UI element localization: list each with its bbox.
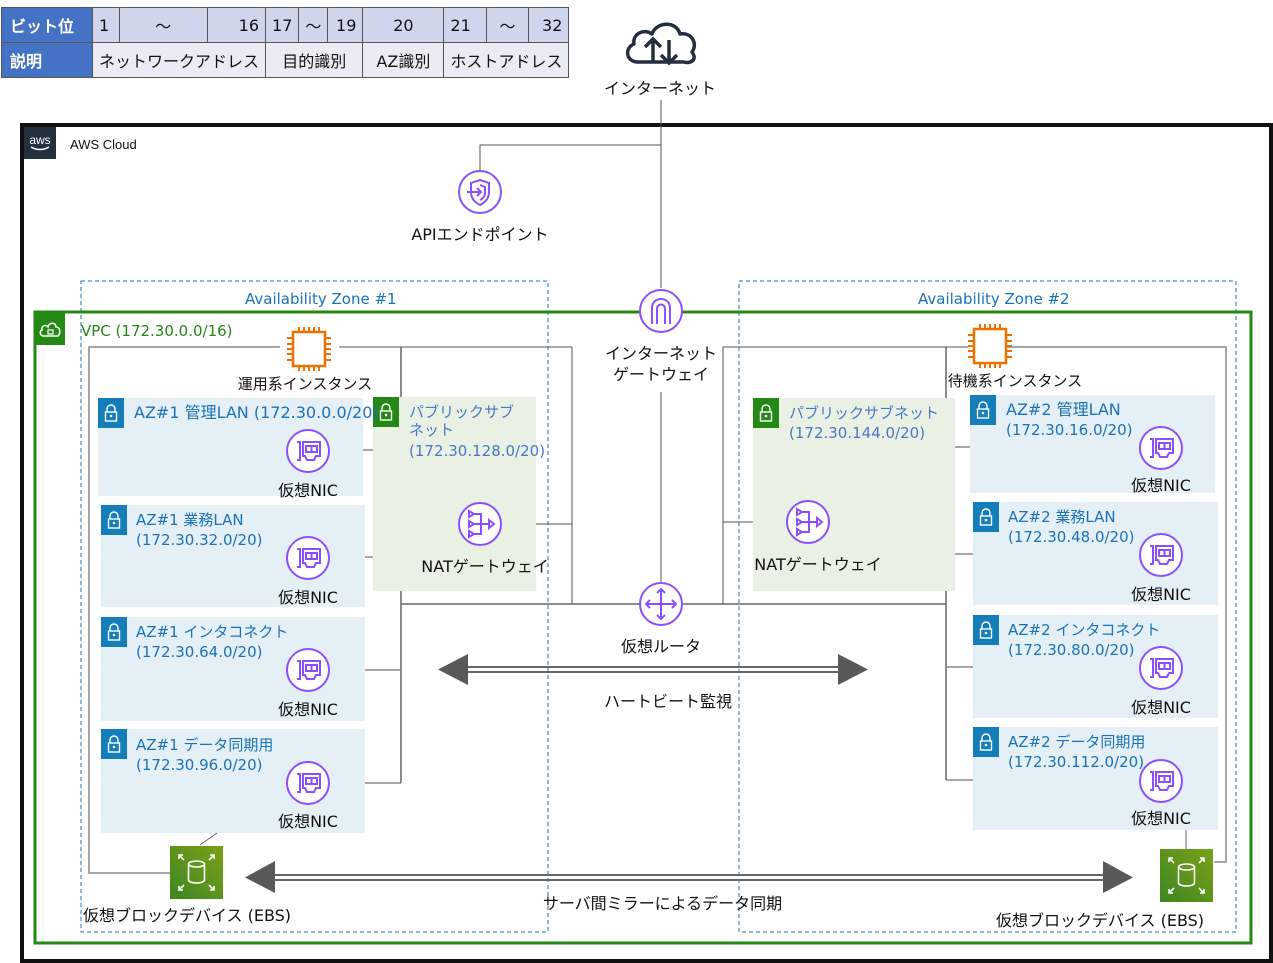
az1-frame (80, 280, 549, 933)
az2-subnet-business-cidr: (172.30.48.0/20) (1008, 528, 1135, 546)
nic-icon[interactable] (285, 535, 331, 581)
lock-icon (753, 398, 779, 428)
nic-label: 仮想NIC (278, 700, 338, 719)
igw-label-line1: インターネット (604, 344, 717, 363)
igw-label-line2: ゲートウェイ (612, 365, 709, 384)
virtual-router-label: 仮想ルータ (620, 637, 701, 656)
az1-subnet-interconnect-cidr: (172.30.64.0/20) (136, 643, 263, 661)
az2-subnet-mgmt-name: AZ#2 管理LAN (1006, 400, 1121, 419)
nat-gateway-az1-label: NATゲートウェイ (421, 557, 549, 576)
desc-cell: ホストアドレス (443, 42, 570, 78)
nic-label: 仮想NIC (278, 481, 338, 500)
desc-cell: ネットワークアドレス (91, 42, 267, 78)
az2-subnet-datasync-cidr: (172.30.112.0/20) (1008, 753, 1145, 771)
nic-label: 仮想NIC (1131, 585, 1191, 604)
az2-public-subnet-name: パブリックサブネット (789, 404, 940, 422)
ebs-az1-icon[interactable] (170, 846, 223, 899)
mirror-sync-label: サーバ間ミラーによるデータ同期 (542, 894, 783, 913)
internet-gateway-icon[interactable] (638, 288, 684, 334)
bit-cell: 19 (327, 7, 364, 43)
bit-cell: ～ (298, 7, 329, 43)
bit-cell: 32 (528, 7, 570, 43)
nat-gateway-az2-label: NATゲートウェイ (754, 555, 882, 574)
lock-icon (101, 505, 127, 535)
vpc-cloud-lock-icon (35, 313, 65, 345)
vpc-label: VPC (172.30.0.0/16) (81, 322, 233, 340)
nic-label: 仮想NIC (1131, 698, 1191, 717)
ec2-instance-az1-icon[interactable] (283, 326, 335, 372)
ebs-az1-label: 仮想ブロックデバイス (EBS) (83, 906, 292, 925)
nic-label: 仮想NIC (278, 588, 338, 607)
az2-subnet-interconnect-name: AZ#2 インタコネクト (1008, 621, 1161, 639)
heartbeat-label: ハートビート監視 (603, 692, 732, 711)
az1-subnet-interconnect-name: AZ#1 インタコネクト (136, 623, 289, 641)
bit-cell: 16 (206, 7, 267, 43)
az1-title: Availability Zone #1 (245, 290, 397, 308)
lock-icon (973, 727, 999, 757)
nic-icon[interactable] (1138, 425, 1184, 471)
nat-gateway-az2-icon[interactable] (785, 499, 831, 545)
ebs-az2-label: 仮想ブロックデバイス (EBS) (996, 911, 1205, 930)
az1-public-subnet (373, 397, 536, 591)
internet-gateway-label: インターネット ゲートウェイ (590, 343, 732, 385)
api-endpoint-label: APIエンドポイント (411, 225, 549, 244)
bit-cell: 20 (362, 7, 445, 43)
internet-cloud-icon (622, 14, 700, 68)
az2-frame (738, 280, 1237, 933)
az2-public-subnet-cidr: (172.30.144.0/20) (789, 424, 926, 442)
aws-logo-icon: aws (24, 127, 56, 159)
virtual-router-icon[interactable] (638, 581, 684, 627)
lock-icon (101, 617, 127, 647)
aws-cloud-label: AWS Cloud (70, 137, 137, 152)
az2-instance-label: 待機系インスタンス (947, 372, 1083, 390)
ec2-instance-az2-icon[interactable] (964, 323, 1016, 369)
az1-subnet-business-name: AZ#1 業務LAN (136, 511, 244, 529)
nic-icon[interactable] (285, 647, 331, 693)
nic-label: 仮想NIC (1131, 809, 1191, 828)
mirror-sync-arrow (245, 861, 1133, 893)
az2-subnet-business-name: AZ#2 業務LAN (1008, 508, 1116, 526)
heartbeat-arrow (438, 654, 868, 685)
nic-icon[interactable] (285, 428, 331, 474)
nic-icon[interactable] (1138, 532, 1184, 578)
az1-instance-label: 運用系インスタンス (237, 375, 373, 393)
nat-gateway-az1-icon[interactable] (457, 501, 503, 547)
lock-icon (973, 502, 999, 532)
nic-icon[interactable] (285, 760, 331, 806)
desc-cell: AZ識別 (362, 42, 445, 78)
api-endpoint-shield-icon[interactable] (457, 169, 503, 215)
az2-subnet-mgmt-cidr: (172.30.16.0/20) (1006, 421, 1133, 439)
nic-icon[interactable] (1138, 758, 1184, 804)
aws-cloud-frame (20, 123, 1273, 963)
nic-label: 仮想NIC (278, 812, 338, 831)
lock-icon (101, 729, 127, 759)
az1-public-subnet-cidr: (172.30.128.0/20) (409, 442, 546, 460)
description-header: 説明 (1, 42, 93, 78)
az1-public-subnet-name-line2: ネット (409, 421, 455, 439)
bit-allocation-table: ビット位 1 ～ 16 17 ～ 19 20 21 ～ 32 説明 ネットワーク… (1, 7, 570, 78)
az1-subnet-business-cidr: (172.30.32.0/20) (136, 531, 263, 549)
az2-subnet-datasync-name: AZ#2 データ同期用 (1008, 733, 1146, 751)
ebs-az2-icon[interactable] (1160, 849, 1213, 902)
az2-title: Availability Zone #2 (918, 290, 1070, 308)
az1-subnet-datasync-name: AZ#1 データ同期用 (136, 736, 274, 754)
lock-icon (970, 395, 996, 425)
bit-cell: ～ (118, 7, 208, 43)
desc-cell: 目的識別 (265, 42, 364, 78)
az1-public-subnet-name-line1: パブリックサブ (409, 403, 515, 421)
nic-icon[interactable] (1138, 645, 1184, 691)
description-row: 説明 ネットワークアドレス 目的識別 AZ識別 ホストアドレス (1, 42, 570, 78)
bit-cell: 17 (265, 7, 300, 43)
az2-subnet-interconnect-cidr: (172.30.80.0/20) (1008, 641, 1135, 659)
az2-public-subnet (753, 398, 955, 591)
internet-label: インターネット (603, 79, 716, 98)
lock-icon (373, 397, 399, 427)
lock-icon (98, 398, 124, 428)
az1-subnet-mgmt-name: AZ#1 管理LAN (172.30.0.0/20) (134, 403, 379, 422)
az1-subnet-datasync-cidr: (172.30.96.0/20) (136, 756, 263, 774)
lock-icon (973, 615, 999, 645)
nic-label: 仮想NIC (1131, 476, 1191, 495)
bit-position-header: ビット位 (1, 7, 93, 43)
